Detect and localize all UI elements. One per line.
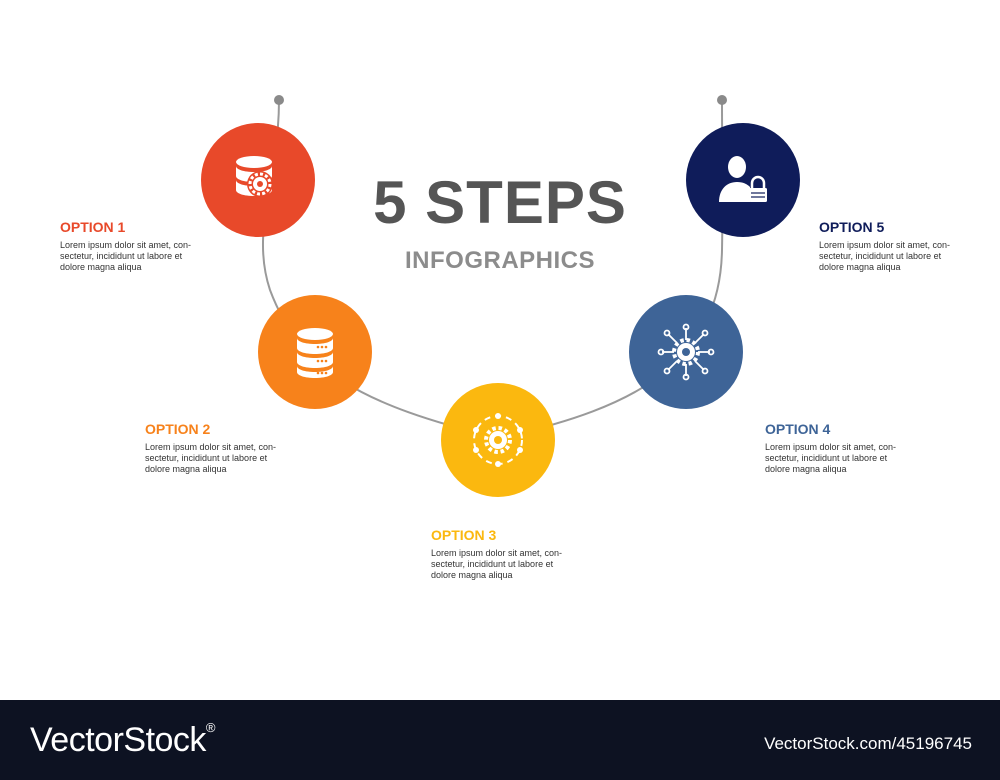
infographic-canvas: 5 STEPS INFOGRAPHICS — [60, 95, 969, 581]
option-1: OPTION 1 Lorem ipsum dolor sit amet, con… — [60, 218, 210, 273]
user-lock-icon — [719, 156, 767, 202]
registered-mark: ® — [205, 720, 216, 735]
page-subtitle: INFOGRAPHICS — [404, 247, 595, 274]
step-4-circle — [629, 295, 743, 409]
option-5-title: OPTION 5 — [819, 219, 885, 235]
image-id: VectorStock.com/45196745 — [764, 734, 972, 753]
connector-arc — [261, 95, 727, 440]
gear-nodes-icon — [657, 323, 715, 381]
option-2-text: Lorem ipsum dolor sit amet, con- sectetu… — [145, 442, 277, 474]
option-5: OPTION 5 Lorem ipsum dolor sit amet, con… — [819, 218, 969, 273]
gear-network-icon — [473, 413, 523, 467]
database-gear-icon — [236, 156, 273, 197]
option-3: OPTION 3 Lorem ipsum dolor sit amet, con… — [431, 526, 581, 581]
option-4-text: Lorem ipsum dolor sit amet, con- sectetu… — [765, 442, 897, 474]
option-1-text: Lorem ipsum dolor sit amet, con- sectetu… — [60, 240, 192, 272]
step-1-circle — [201, 123, 315, 237]
option-4-title: OPTION 4 — [765, 421, 831, 437]
brand-name: VectorStock — [30, 721, 206, 759]
database-icon — [297, 328, 333, 378]
step-3-circle — [441, 383, 555, 497]
option-5-text: Lorem ipsum dolor sit amet, con- sectetu… — [819, 240, 951, 272]
option-2: OPTION 2 Lorem ipsum dolor sit amet, con… — [145, 420, 295, 475]
option-3-text: Lorem ipsum dolor sit amet, con- sectetu… — [431, 548, 563, 580]
connector-end-right — [717, 95, 727, 105]
option-2-title: OPTION 2 — [145, 421, 211, 437]
page-title: 5 STEPS — [373, 169, 627, 236]
option-1-title: OPTION 1 — [60, 219, 126, 235]
connector-end-left — [274, 95, 284, 105]
vectorstock-logo: VectorStock® — [30, 718, 216, 762]
option-3-title: OPTION 3 — [431, 527, 497, 543]
step-2-circle — [258, 295, 372, 409]
option-4: OPTION 4 Lorem ipsum dolor sit amet, con… — [765, 420, 915, 475]
watermark-footer: VectorStock® VectorStock.com/45196745 — [0, 700, 1000, 780]
step-5-circle — [686, 123, 800, 237]
